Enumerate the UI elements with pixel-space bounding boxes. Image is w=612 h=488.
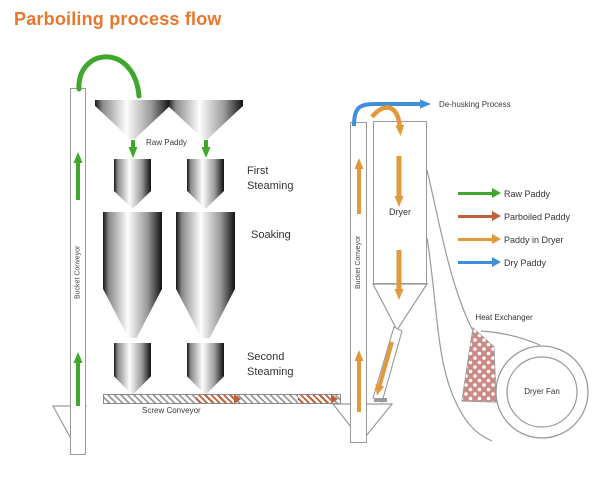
dryer-fan-label: Dryer Fan <box>524 387 560 396</box>
legend: Raw Paddy Parboiled Paddy Paddy in Dryer… <box>458 187 570 279</box>
legend-label: Parboiled Paddy <box>504 211 571 222</box>
legend-label: Raw Paddy <box>504 188 551 199</box>
air-duct-lower-line <box>426 237 493 442</box>
parboiled-paddy-flow-segment <box>196 394 241 404</box>
legend-row-parboiled-paddy: Parboiled Paddy <box>458 210 570 223</box>
second-steaming-label: Second Steaming <box>247 351 294 378</box>
dry-paddy-legend-arrow-icon <box>458 257 501 267</box>
screw-conveyor-label: Screw Conveyor <box>142 406 201 415</box>
legend-label: Dry Paddy <box>504 257 547 268</box>
heat-exchanger <box>461 326 497 403</box>
paddy-in-dryer-legend-arrow-icon <box>458 234 501 244</box>
dryer-fan-hub <box>506 356 578 428</box>
raw-paddy-legend-arrow-icon <box>458 188 501 198</box>
right-bucket-conveyor <box>350 122 367 443</box>
dryer-chute-arrow <box>375 341 394 396</box>
parboiled-paddy-flow-segment <box>298 394 338 404</box>
page-title: Parboiling process flow <box>14 9 222 29</box>
heat-exchanger-label: Heat Exchanger <box>475 313 533 322</box>
soaking-label: Soaking <box>251 229 291 241</box>
first-steaming-label: First Steaming <box>247 165 294 192</box>
air-duct-upper-line <box>426 169 473 330</box>
left-bucket-conveyor-label: Bucket Conveyor <box>74 245 82 300</box>
legend-label: Paddy in Dryer <box>504 234 564 245</box>
dryer-label: Dryer <box>389 207 411 217</box>
raw-paddy-arc-arrow <box>76 54 142 99</box>
fan-top-tangent <box>480 330 541 346</box>
paddy-into-dryer-arrow <box>370 105 405 136</box>
right-bucket-conveyor-label: Bucket Conveyor <box>355 235 362 290</box>
dry-paddy-arrow <box>352 99 431 127</box>
legend-row-dry-paddy: Dry Paddy <box>458 256 570 269</box>
legend-row-paddy-in-dryer: Paddy in Dryer <box>458 233 570 246</box>
dehusking-process-label: De-husking Process <box>439 100 511 109</box>
chute-outlet-stub <box>374 398 387 402</box>
raw-paddy-label: Raw Paddy <box>146 138 187 147</box>
parboiled-paddy-legend-arrow-icon <box>458 211 501 221</box>
screw-conveyor <box>103 394 341 404</box>
legend-row-raw-paddy: Raw Paddy <box>458 187 570 200</box>
